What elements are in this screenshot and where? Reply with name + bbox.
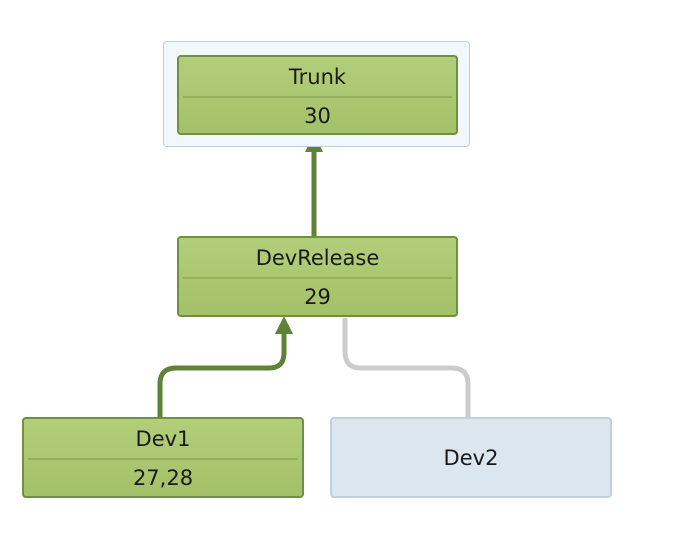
link-dev2-to-devrelease	[342, 318, 471, 418]
branch-node-dev2[interactable]: Dev2	[330, 417, 612, 498]
changeset-list: 27,28	[132, 466, 194, 490]
node-divider	[28, 458, 298, 460]
branch-name: Trunk	[288, 65, 347, 89]
arrowhead-devrelease	[275, 316, 293, 334]
node-divider	[183, 96, 452, 98]
branch-name: DevRelease	[255, 246, 380, 270]
branch-name: Dev1	[135, 427, 191, 451]
changeset-list: 29	[304, 285, 331, 309]
branch-node-dev1[interactable]: Dev1 27,28	[22, 417, 304, 498]
link-dev1-to-devrelease	[157, 333, 287, 417]
branch-name: Dev2	[443, 446, 499, 470]
node-divider	[183, 277, 452, 279]
branch-node-trunk[interactable]: Trunk 30	[177, 55, 458, 135]
changeset-list: 30	[304, 104, 331, 128]
branch-node-devrelease[interactable]: DevRelease 29	[177, 236, 458, 317]
